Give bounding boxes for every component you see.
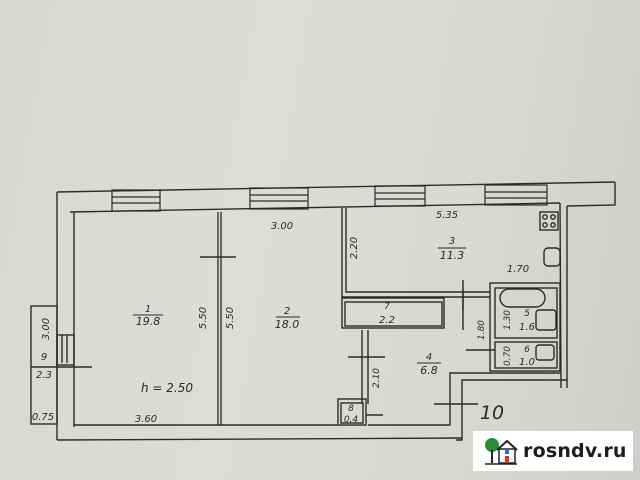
dim-room2-width: 3.00 [271,221,293,232]
room-2-number: 2 [284,306,290,317]
dim-room1-depth: 5.50 [198,307,209,329]
dim-room2-depth: 5.50 [225,307,236,329]
house-tree-icon [483,436,519,466]
room-5-number: 5 [524,309,530,319]
stove [539,211,559,231]
dim-bath-width: 1.70 [507,264,529,275]
sink [543,247,561,267]
room-5-area: 1.6 [519,322,535,333]
room-8-area: 0.4 [344,415,359,425]
dim-balcony-width: 0.75 [32,412,54,423]
room-3-area: 11.3 [440,249,465,262]
room-6-number: 6 [524,345,530,355]
dim-bath-depth: 1.30 [503,310,513,330]
room-4-number: 4 [426,352,432,363]
ceiling-height: h = 2.50 [141,381,193,395]
room-7-number: 7 [384,302,390,312]
room-4-area: 6.8 [420,364,438,377]
dim-room1-width: 3.60 [135,414,157,425]
dim-corridor-depth: 1.80 [477,320,487,340]
watermark[interactable]: rosndv.ru [473,431,633,471]
dim-hall-length: 2.10 [372,368,382,388]
watermark-text[interactable]: rosndv.ru [523,440,627,462]
window [484,184,548,206]
room-1-number: 1 [145,304,151,315]
room-9-area: 2.3 [36,370,52,381]
dim-wc-depth: 0.70 [503,346,513,366]
room-2-area: 18.0 [275,318,300,331]
room-3-number: 3 [449,236,455,247]
window [249,187,309,210]
room-7-area: 2.2 [379,315,395,326]
dim-balcony-length: 3.00 [41,318,52,340]
window [374,185,426,207]
dim-kitchen-depth: 2.20 [349,237,360,259]
room-8-number: 8 [348,404,354,414]
room-9-number: 9 [41,352,47,363]
room-1-area: 19.8 [136,315,161,328]
dim-kitchen-width: 5.35 [436,210,458,221]
neighbor-label-10: 10 [480,402,504,424]
bathtub [499,288,546,308]
room-6-area: 1.0 [519,357,535,368]
window [111,189,161,212]
